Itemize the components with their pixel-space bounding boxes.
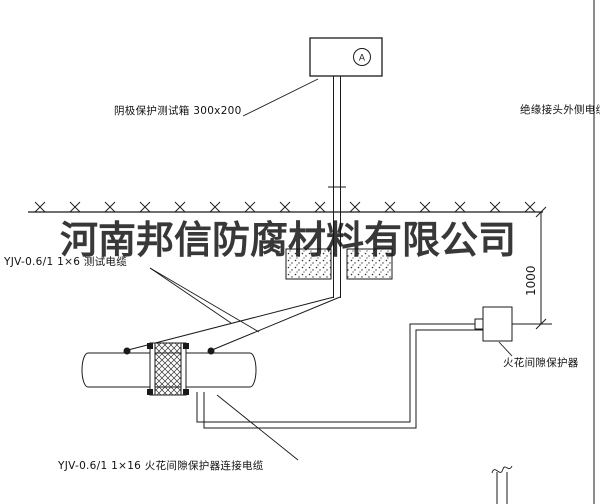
spark-device-leader (498, 341, 513, 357)
grass-mark (34, 201, 46, 213)
test-cable-label: YJV-0.6/1 1×6 测试电缆 (4, 256, 128, 268)
test-cable-leader (149, 267, 260, 333)
ammeter-circle-icon (353, 48, 371, 66)
ground-line (28, 201, 543, 213)
bolt-icon (147, 389, 153, 395)
spark-gap-cables (196, 323, 483, 429)
bolt-icon (183, 389, 189, 395)
leader-lines (149, 78, 513, 461)
test-box-label: 阴极保护测试箱 300x200 (114, 105, 242, 117)
concrete-foundations (285, 248, 393, 280)
dimension-1000 (512, 206, 552, 330)
spark-gap-protector-label: 火花间隙保护器 (503, 357, 579, 369)
insulating-joint (147, 342, 189, 396)
test-box-leader (242, 78, 319, 117)
dimension-value: 1000 (524, 265, 538, 296)
grass-mark (524, 201, 536, 213)
test-box (309, 37, 383, 77)
insulation-joint-cable-label: 绝缘接头外侧电缆 (520, 104, 600, 116)
company-watermark: 河南邦信防腐材料有限公司 (60, 217, 517, 262)
bolt-icon (183, 343, 189, 349)
spark-gap-device (474, 306, 513, 342)
dimension-tick (535, 206, 547, 218)
pipe-riser-symbol (491, 465, 513, 504)
test-cable-leader (149, 267, 232, 324)
dimension-tick (535, 318, 547, 330)
spark-cable-leader (216, 394, 299, 461)
spark-gap-cable-label: YJV-0.6/1 1×16 火花间隙保护器连接电缆 (58, 460, 264, 472)
ammeter-label: A (359, 54, 366, 64)
bolt-icon (147, 343, 153, 349)
test-post (328, 76, 346, 298)
